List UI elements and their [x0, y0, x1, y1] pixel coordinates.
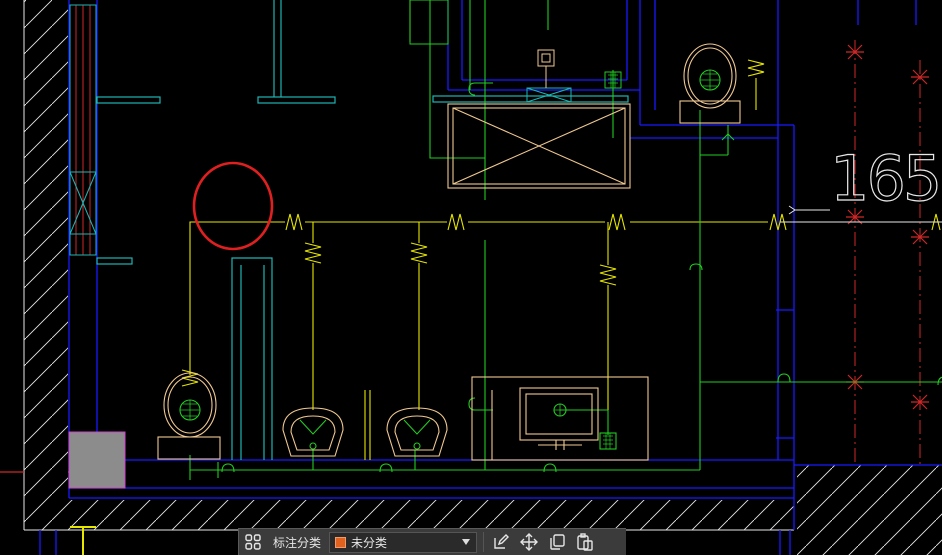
category-dropdown[interactable]: 未分类: [329, 531, 478, 553]
grid-icon[interactable]: [239, 529, 267, 555]
copy-icon[interactable]: [543, 529, 571, 555]
edit-icon[interactable]: [487, 529, 515, 555]
move-icon[interactable]: [515, 529, 543, 555]
wall-hatch-bottom: [24, 500, 794, 530]
category-color-swatch: [335, 536, 347, 548]
toilet-bottom: [157, 372, 221, 460]
washbasin: [471, 376, 649, 461]
annotation-toolbar: 标注分类 未分类: [238, 528, 626, 555]
water-pipes-yellow: [181, 0, 942, 460]
dimension-leader: [780, 205, 942, 223]
wall-hatch-right: [797, 465, 942, 555]
partitions: [96, 0, 629, 460]
urinal-1: [282, 407, 344, 457]
axis-markers: [0, 44, 929, 473]
toilet-top: [679, 43, 741, 124]
category-value: 未分类: [351, 535, 388, 550]
dimension-text[interactable]: 165: [829, 142, 942, 215]
ucs-origin-marker: [70, 526, 96, 555]
wall-hatch-left: [24, 0, 68, 500]
top-fixtures: [409, 0, 622, 103]
drain-pipes-green: [189, 0, 942, 480]
toolbar-divider: [483, 532, 485, 552]
column-block: [68, 431, 126, 489]
highlight-circle[interactable]: [192, 161, 274, 251]
wall-lines: [39, 0, 942, 555]
paste-icon[interactable]: [571, 529, 599, 555]
axis-lines: [854, 40, 921, 465]
category-label: 标注分类: [273, 535, 322, 550]
vanity-cabinet: [447, 103, 631, 189]
urinal-2: [386, 407, 448, 457]
chevron-down-icon: [462, 539, 471, 545]
window-left: [69, 4, 97, 256]
